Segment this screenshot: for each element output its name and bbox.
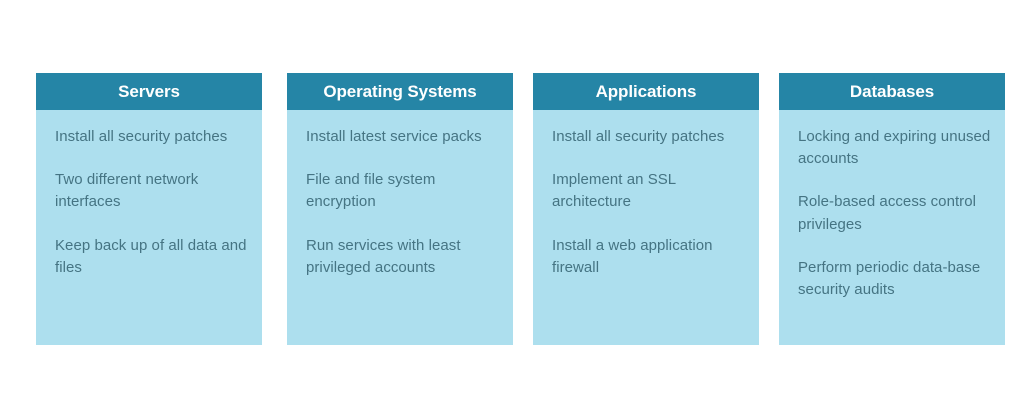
- card-header-applications: Applications: [533, 73, 759, 110]
- card-item: Perform periodic data-base security audi…: [798, 258, 981, 298]
- card-item: Role-based access control privileges: [798, 193, 977, 233]
- card-body-applications: Install all security patches Implement a…: [533, 110, 759, 345]
- card-item: Keep back up of all data and files: [55, 236, 247, 276]
- card-databases: Databases Locking and expiring unused ac…: [779, 73, 1005, 345]
- card-item: File and file system encryption: [306, 171, 436, 211]
- card-item: Install a web application firewall: [552, 236, 713, 276]
- card-applications: Applications Install all security patche…: [533, 73, 759, 345]
- card-header-servers: Servers: [36, 73, 262, 110]
- card-item: Install all security patches: [55, 128, 228, 145]
- card-title-servers: Servers: [118, 82, 180, 101]
- card-body-operating-systems: Install latest service packs File and fi…: [287, 110, 513, 345]
- card-title-databases: Databases: [849, 82, 935, 101]
- card-body-databases: Locking and expiring unused accounts Rol…: [779, 110, 1005, 345]
- card-servers: Servers Install all security patches Two…: [36, 73, 262, 345]
- card-item: Install latest service packs: [306, 128, 482, 145]
- card-item: Implement an SSL architecture: [552, 171, 676, 211]
- card-title-operating-systems: Operating Systems: [323, 82, 477, 101]
- card-title-applications: Applications: [595, 82, 697, 101]
- card-item: Install all security patches: [552, 128, 725, 145]
- card-header-operating-systems: Operating Systems: [287, 73, 513, 110]
- card-item: Locking and expiring unused accounts: [798, 128, 991, 168]
- card-item: Run services with least privileged accou…: [306, 236, 461, 276]
- card-header-databases: Databases: [779, 73, 1005, 110]
- card-body-servers: Install all security patches Two differe…: [36, 110, 262, 345]
- card-operating-systems: Operating Systems Install latest service…: [287, 73, 513, 345]
- card-item: Two different network interfaces: [55, 171, 199, 211]
